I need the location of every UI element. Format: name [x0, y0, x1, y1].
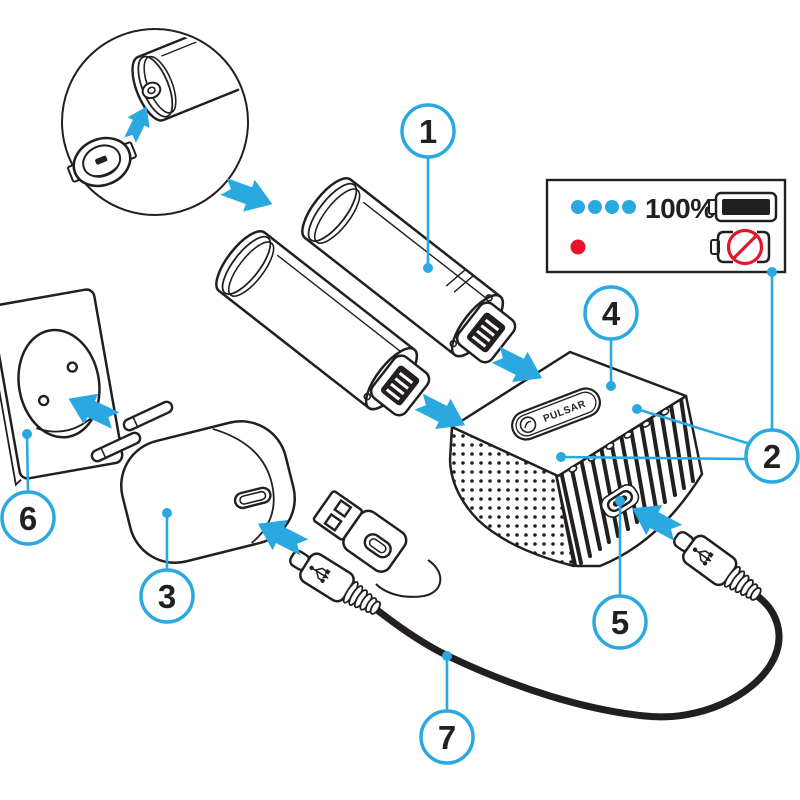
- battery-full-icon: [708, 191, 778, 223]
- battery-cap: [67, 136, 137, 188]
- battery-pack-lower: [215, 230, 431, 417]
- charged-led-dots: [571, 200, 636, 214]
- usb-cable: [368, 589, 783, 721]
- usb-a-window: [323, 512, 343, 533]
- socket-hole: [37, 394, 50, 407]
- error-led-dot: [570, 239, 586, 255]
- socket-hole: [66, 361, 78, 373]
- led-status-legend: 100%: [545, 178, 787, 274]
- callout-6: 6: [0, 490, 56, 546]
- callout-4: 4: [583, 285, 639, 341]
- power-adapter: [90, 400, 296, 564]
- callout-2-label: 2: [763, 438, 781, 475]
- callout-5: 5: [592, 594, 648, 650]
- callout-leader-lines: [25, 157, 774, 711]
- battery-end-detail: [131, 32, 245, 122]
- charging-dock: PULSAR: [448, 350, 704, 568]
- adapter-tether: [375, 559, 442, 598]
- callout-1-label: 1: [419, 113, 437, 150]
- strain-relief-coil: [723, 566, 762, 601]
- strain-relief-coil: [342, 581, 381, 615]
- adapter-usb-c-port: [233, 486, 272, 510]
- callout-7: 7: [419, 709, 475, 765]
- callout-2: 2: [744, 428, 800, 484]
- adapter-pins: [90, 400, 174, 463]
- cable-usb-c-plug-right: [673, 531, 762, 601]
- callout-3: 3: [139, 568, 195, 624]
- callout-6-label: 6: [19, 500, 37, 537]
- charge-percent-label: 100%: [645, 193, 715, 224]
- cable-usb-c-plug-left: [289, 550, 381, 615]
- usb-a-window: [333, 498, 353, 519]
- pulsar-emblem-icon: [519, 416, 537, 434]
- callout-4-label: 4: [602, 295, 621, 332]
- callout-3-label: 3: [158, 578, 176, 615]
- battery-cap-detail-magnifier: [61, 28, 249, 216]
- callout-1: 1: [400, 103, 456, 159]
- callout-5-label: 5: [611, 604, 629, 641]
- dock-vent-dots: [450, 427, 574, 566]
- dock-cooling-fins: [554, 394, 704, 568]
- callout-7-label: 7: [438, 719, 456, 756]
- callout-leader-dots: [22, 263, 777, 661]
- battery-prohibited-icon: [710, 228, 771, 266]
- pulsar-logo: PULSAR: [511, 387, 601, 441]
- usb-a-adapter: [312, 490, 408, 573]
